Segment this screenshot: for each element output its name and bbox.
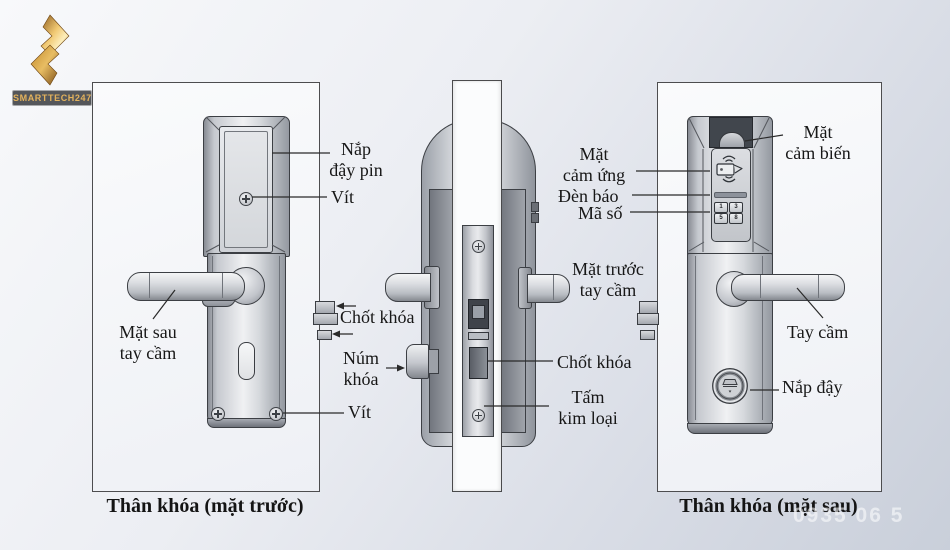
- metal-faceplate: [462, 225, 494, 437]
- latch-piece-r3: [640, 330, 655, 340]
- left-handle-seam1: [149, 273, 150, 298]
- screw-faceplate-bottom: [472, 409, 485, 422]
- latch-bolt-side-inner: [472, 305, 485, 319]
- label-handle-back: Mặt sau tay cầm: [108, 322, 188, 364]
- right-lock-seam-l: [695, 256, 696, 420]
- label-knob: Núm khóa: [336, 348, 386, 390]
- side-lock-inner-right: [500, 189, 526, 433]
- left-handle-shaft: [127, 272, 245, 301]
- screw-faceplate-top: [472, 240, 485, 253]
- latch-piece-l2: [313, 313, 338, 325]
- label-touch-face-line1: Mặt: [579, 144, 609, 164]
- label-handle-front-line1: Mặt trước: [572, 259, 644, 279]
- right-panel-caption: Thân khóa (mặt sau): [679, 495, 858, 517]
- side-handle-left-shaft: [385, 273, 431, 302]
- side-handle-right-shaft: [527, 274, 570, 303]
- watermark-text: 0935 06 5: [793, 504, 905, 527]
- left-lock-seam-l: [212, 256, 213, 416]
- label-screw-bottom: Vít: [348, 402, 372, 422]
- label-handle-back-line1: Mặt sau: [119, 322, 177, 342]
- label-metal-plate-line1: Tấm: [571, 387, 605, 407]
- label-metal-plate: Tấm kim loại: [548, 387, 628, 429]
- sensor-notch: [719, 132, 745, 147]
- latch-piece-l3: [317, 330, 332, 340]
- label-battery-cover-line2: đậy pin: [329, 160, 383, 180]
- rfid-card-icon: [716, 155, 743, 183]
- label-handle-right: Tay cầm: [787, 322, 849, 342]
- label-battery-cover-line1: Nắp: [341, 139, 371, 159]
- label-latch-right: Chốt khóa: [557, 352, 632, 372]
- keypad-button-3: 3: [729, 202, 743, 213]
- label-handle-front-line2: tay cầm: [579, 280, 637, 300]
- screw-bottom-left: [211, 407, 225, 421]
- faceplate-slot: [468, 332, 489, 340]
- label-touch-face-line2: cảm ứng: [562, 165, 626, 185]
- screw-bottom-right: [269, 407, 283, 421]
- left-panel-caption: Thân khóa (mặt trước): [106, 495, 304, 517]
- side-lock-inner-left: [429, 189, 454, 433]
- label-latch-left: Chốt khóa: [340, 307, 415, 327]
- side-button-2: [531, 213, 539, 223]
- label-battery-cover: Nắp đậy pin: [320, 139, 392, 181]
- right-handle-seam1: [760, 275, 761, 298]
- lock-knob: [406, 344, 429, 379]
- label-sensor-face-line2: cảm biến: [785, 143, 851, 163]
- label-screw-top: Vít: [331, 187, 355, 207]
- right-lock-bottom-bevel: [687, 423, 773, 434]
- label-indicator: Đèn báo: [558, 186, 619, 206]
- label-knob-line2: khóa: [343, 369, 379, 389]
- label-handle-front: Mặt trước tay cầm: [560, 259, 656, 301]
- label-touch-face: Mặt cảm ứng: [554, 144, 634, 186]
- label-sensor-face: Mặt cảm biến: [772, 122, 864, 164]
- label-metal-plate-line2: kim loại: [558, 408, 618, 428]
- keyhole-oval: [238, 342, 255, 380]
- deadbolt-side: [469, 347, 488, 379]
- label-keypad: Mã số: [578, 203, 623, 223]
- label-cover-cap: Nắp đậy: [782, 377, 843, 397]
- cover-cap: [712, 368, 748, 404]
- keypad-button-8: 8: [729, 213, 743, 224]
- side-button-1: [531, 202, 539, 212]
- left-lock-bottom-bevel: [207, 418, 286, 428]
- brand-logo-icon: [30, 14, 70, 86]
- right-handle-seam2: [818, 275, 819, 298]
- right-lock-seam-r: [762, 256, 763, 420]
- side-handle-right-seam: [553, 275, 554, 300]
- label-knob-line1: Núm: [343, 348, 379, 368]
- indicator-light-bar: [714, 192, 747, 198]
- label-handle-back-line2: tay cầm: [119, 343, 177, 363]
- screw-battery: [239, 192, 253, 206]
- keypad-button-1: 1: [714, 202, 728, 213]
- right-handle-shaft: [731, 274, 845, 301]
- left-lock-seam-r: [279, 256, 280, 416]
- brand-badge: SMARTTECH247: [12, 90, 92, 106]
- left-handle-seam2: [222, 273, 223, 298]
- keypad-button-5: 5: [714, 213, 728, 224]
- latch-piece-r2: [637, 313, 659, 325]
- battery-cover-inner: [224, 131, 268, 248]
- label-sensor-face-line1: Mặt: [803, 122, 833, 142]
